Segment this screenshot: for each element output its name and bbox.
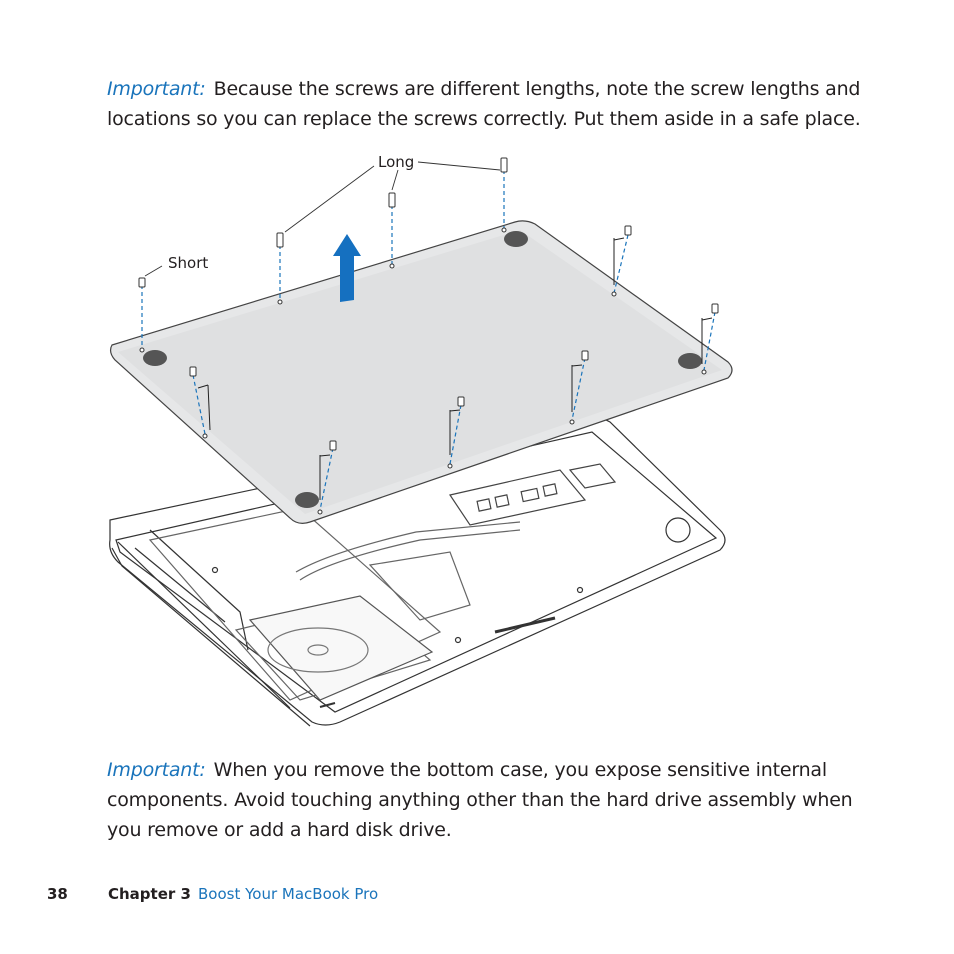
short-screw <box>711 303 719 314</box>
lift-arrow <box>333 234 361 302</box>
important-note-2: Important:When you remove the bottom cas… <box>107 755 867 845</box>
rubber-foot <box>143 350 167 366</box>
screw-angle-marks <box>197 237 713 500</box>
short-screw <box>329 440 337 451</box>
screw-holes <box>139 227 707 515</box>
rubber-foot <box>504 231 528 247</box>
long-screw <box>388 192 396 208</box>
rubber-foot <box>295 492 319 508</box>
short-screw <box>624 225 632 236</box>
bottom-case-panel <box>109 220 733 524</box>
important-label-1: Important: <box>107 78 206 100</box>
callout-short: Short <box>168 254 208 272</box>
chapter-title-link[interactable]: Boost Your MacBook Pro <box>198 885 379 903</box>
long-screw <box>276 232 284 248</box>
short-screw <box>581 350 589 361</box>
important-text-2: When you remove the bottom case, you exp… <box>107 759 853 841</box>
callout-long: Long <box>378 153 414 171</box>
important-note-1: Important:Because the screws are differe… <box>107 74 867 134</box>
callout-leaders <box>144 161 501 277</box>
short-screw <box>457 396 465 407</box>
important-text-1: Because the screws are different lengths… <box>107 78 861 130</box>
rubber-foot <box>678 353 702 369</box>
screws <box>138 157 719 451</box>
important-label-2: Important: <box>107 759 206 781</box>
page-number: 38 <box>47 885 68 903</box>
screw-guides <box>141 170 716 511</box>
short-screw <box>138 277 146 288</box>
chapter-label: Chapter 3 <box>108 885 191 903</box>
short-screw <box>189 366 197 377</box>
long-screw <box>500 157 508 173</box>
